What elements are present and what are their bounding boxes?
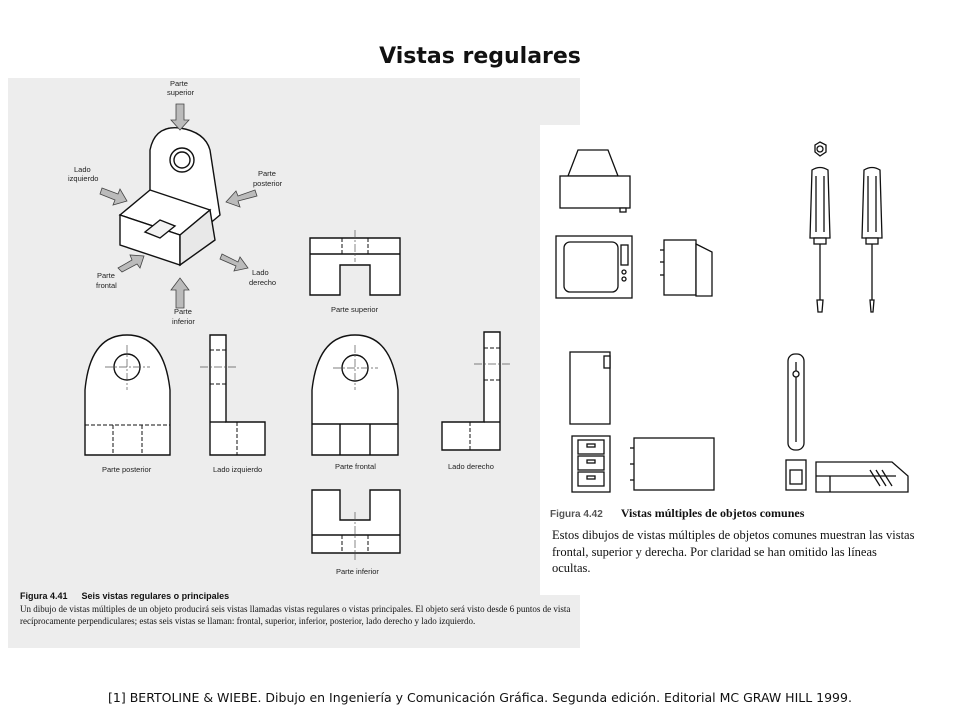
reference-footnote: [1] BERTOLINE & WIEBE. Dibujo en Ingenie… [108,690,852,705]
caption-parte-posterior: Parte posterior [102,465,152,474]
view-lado-izquierdo [200,334,266,456]
view-parte-superior [309,230,401,296]
figure-41-caption-heading: Figura 4.41 Seis vistas regulares o princ… [20,591,229,601]
label-lado-izquierdo-2: izquierdo [68,174,98,183]
label-parte-frontal-2: frontal [96,281,117,290]
figure-42-caption-heading: Figura 4.42 Vistas múltiples de objetos c… [550,506,804,521]
label-parte-posterior-1: Parte [258,169,276,178]
stapler-top-view [787,353,805,451]
cabinet-top-view [569,351,611,425]
screwdriver-side-view [861,166,883,313]
figure-42-title: Vistas múltiples de objetos comunes [620,506,805,520]
figure-41-caption-body: Un dibujo de vistas múltiples de un obje… [20,604,571,626]
figure-42-number: Figura 4.42 [550,509,603,520]
view-arrows [99,103,258,309]
caption-lado-izquierdo: Lado izquierdo [213,465,262,474]
view-parte-frontal [311,334,399,456]
stapler-side-view [815,461,909,493]
page-title: Vistas regulares [379,44,581,69]
label-parte-superior-1: Parte [170,79,188,88]
caption-parte-inferior: Parte inferior [336,567,379,576]
label-lado-izquierdo-1: Lado [74,165,91,174]
caption-parte-frontal: Parte frontal [335,462,376,471]
figure-41-title: Seis vistas regulares o principales [81,591,230,601]
tv-side-view [660,239,713,297]
cabinet-side-view [630,437,715,491]
caption-lado-derecho: Lado derecho [448,462,494,471]
label-lado-derecho-2: derecho [249,278,276,287]
tv-front-view [555,235,633,299]
screwdriver-top-view [814,141,827,157]
label-parte-inferior-1: Parte [174,307,192,316]
label-parte-frontal-1: Parte [97,271,115,280]
screwdriver-front-view [809,166,831,313]
caption-parte-superior: Parte superior [331,305,379,314]
view-parte-inferior [311,489,401,560]
label-lado-derecho-1: Lado [252,268,269,277]
arrow-labels: Parte superior Lado izquierdo Parte post… [68,79,283,326]
figure-41-number: Figura 4.41 [20,591,68,601]
tv-top-view [559,149,631,213]
view-parte-posterior [84,334,171,456]
label-parte-superior-2: superior [167,88,195,97]
view-lado-derecho [441,331,510,451]
stapler-front-view [785,459,807,491]
label-parte-posterior-2: posterior [253,179,283,188]
isometric-object [118,126,221,267]
label-parte-inferior-2: inferior [172,317,195,326]
figure-42-caption-body: Estos dibujos de vistas múltiples de obj… [552,528,915,575]
cabinet-front-view [571,435,611,493]
view-labels: Parte superior Parte posterior Lado izqu… [102,305,494,576]
